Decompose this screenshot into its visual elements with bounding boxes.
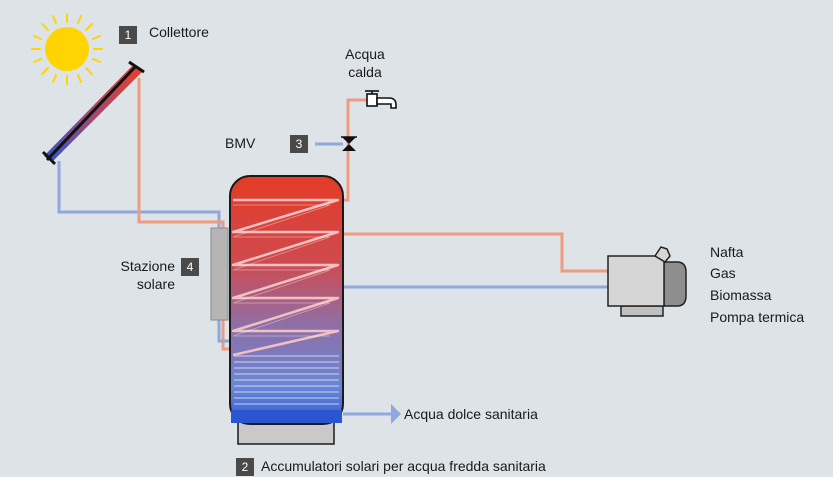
- heat-source-gas: Gas: [710, 265, 736, 281]
- solar-collector-icon: [41, 60, 145, 166]
- boiler-icon: [607, 246, 687, 317]
- storage-tank: [229, 175, 344, 445]
- station-number-badge: 4: [181, 258, 199, 276]
- faucet-icon: [365, 90, 397, 109]
- storage-number-badge: 2: [236, 458, 254, 476]
- station-label-line2: solare: [136, 276, 175, 292]
- heat-source-biomassa: Biomassa: [710, 287, 772, 303]
- collector-label: Collettore: [149, 24, 209, 40]
- bmv-number-badge: 3: [290, 135, 308, 153]
- boiler-loop-pipes: [343, 232, 608, 289]
- station-label-line1: Stazione: [120, 258, 175, 274]
- storage-label: Accumulatori solari per acqua fredda san…: [261, 458, 546, 474]
- heat-source-pompa-termica: Pompa termica: [710, 309, 805, 325]
- hot-water-label-line1: Acqua: [345, 46, 385, 62]
- bmv-label: BMV: [225, 135, 256, 151]
- heat-source-nafta: Nafta: [710, 244, 744, 260]
- sun-icon: [31, 13, 103, 85]
- fresh-water-pipe: [343, 404, 401, 424]
- valve-icon: [341, 136, 357, 151]
- hot-water-label-line2: calda: [348, 64, 382, 80]
- solar-station-box: [210, 227, 229, 321]
- fresh-water-label: Acqua dolce sanitaria: [404, 406, 538, 422]
- collector-number-badge: 1: [119, 26, 137, 44]
